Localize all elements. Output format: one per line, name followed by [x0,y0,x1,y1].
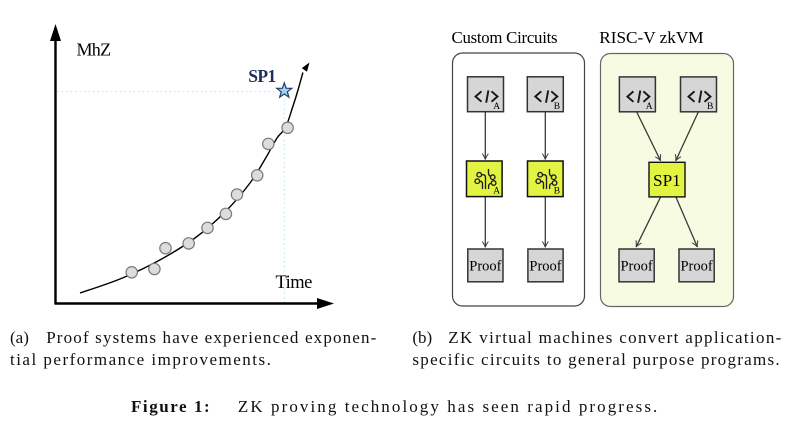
svg-text:Proof: Proof [529,259,561,275]
svg-text:Proof: Proof [680,259,712,275]
svg-text:SP1: SP1 [653,171,681,190]
svg-text:Time: Time [276,273,313,293]
svg-text:Custom Circuits: Custom Circuits [452,28,558,47]
svg-text:A: A [493,102,500,112]
svg-text:A: A [646,102,653,112]
svg-text:A: A [493,186,500,196]
svg-text:B: B [554,186,560,196]
svg-text:RISC-V zkVM: RISC-V zkVM [599,28,703,47]
svg-text:B: B [707,102,713,112]
svg-text:B: B [554,102,560,112]
svg-text:Proof: Proof [620,259,652,275]
svg-text:MhZ: MhZ [77,40,112,60]
svg-text:SP1: SP1 [248,66,275,86]
svg-text:Proof: Proof [469,259,501,275]
